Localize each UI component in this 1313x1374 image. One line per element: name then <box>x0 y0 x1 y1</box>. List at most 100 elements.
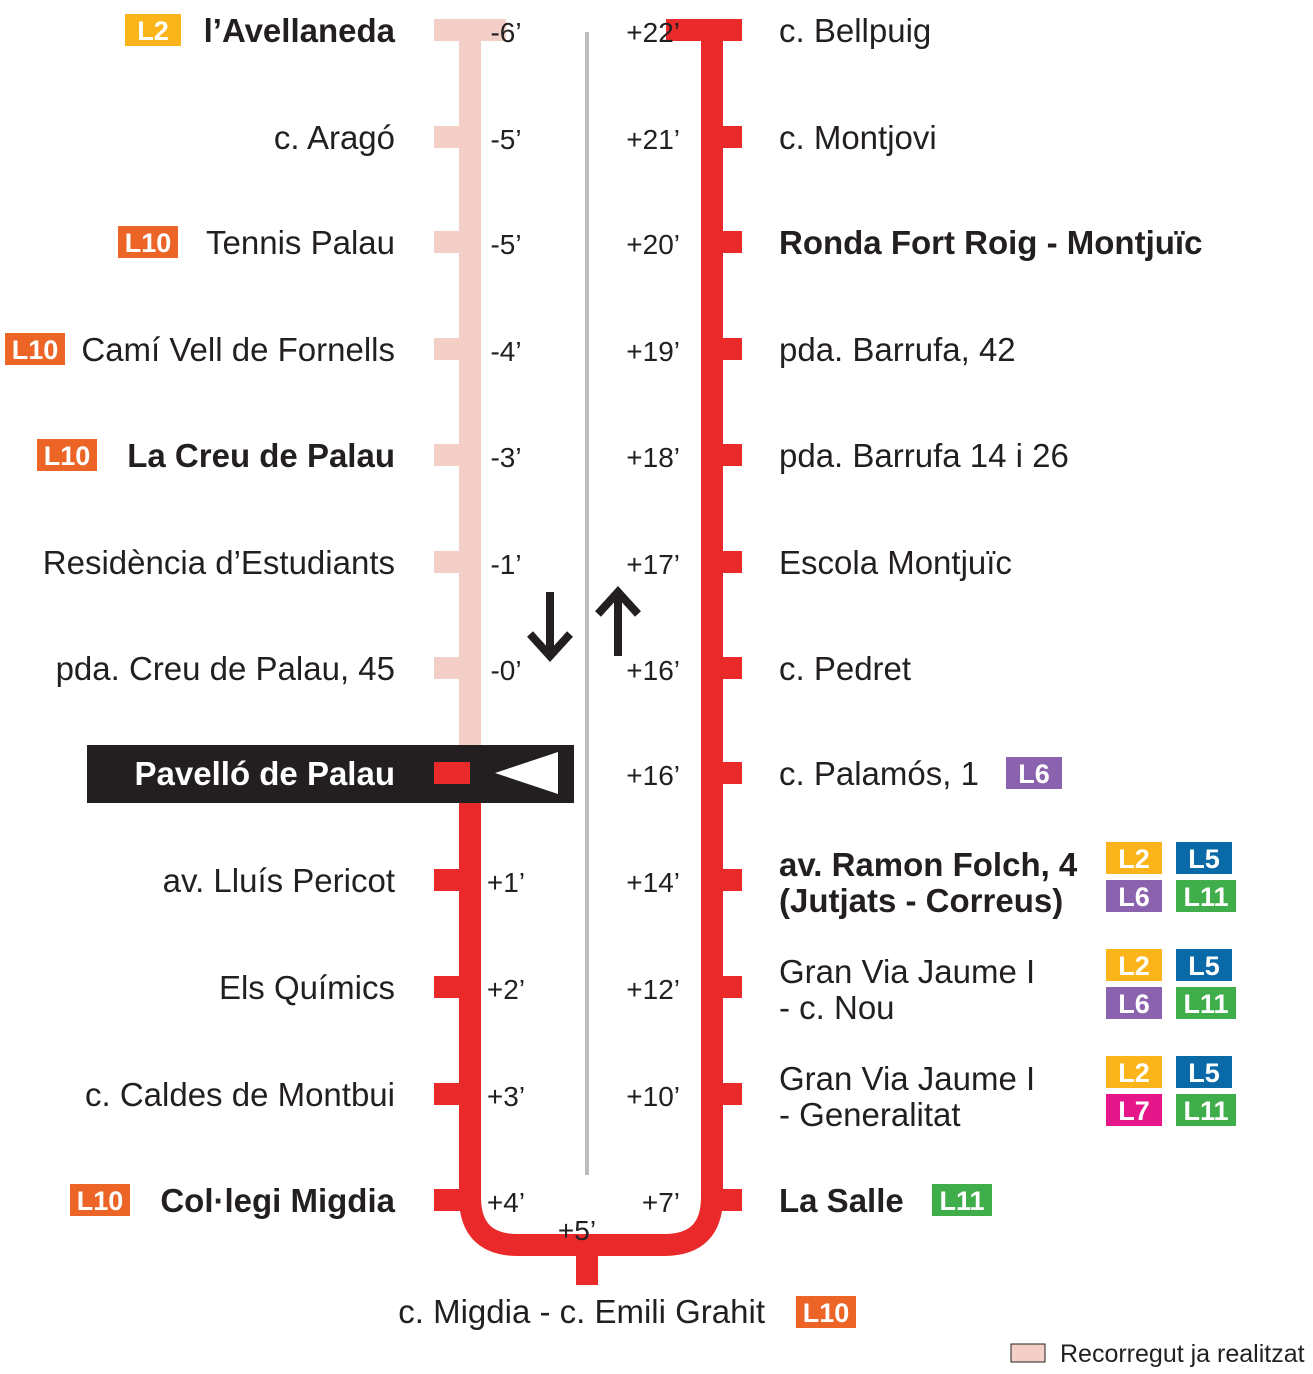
stop-tick <box>434 126 470 148</box>
line-badge-L6-bg <box>1006 757 1062 789</box>
stop-left-9: Els Químics +2’ <box>219 969 525 1006</box>
legend-swatch <box>1010 1343 1046 1363</box>
stop-tick <box>434 551 470 573</box>
line-badge-L2: L2 <box>137 16 169 46</box>
stop-time: +14’ <box>626 867 680 898</box>
stop-name: La Salle <box>779 1182 904 1219</box>
line-badge-L5: L5 <box>1188 951 1220 981</box>
line-badge-L11-bg <box>1176 880 1236 912</box>
stop-name: l’Avellaneda <box>204 12 396 49</box>
stop-tick <box>712 126 742 148</box>
stop-time: +17’ <box>626 549 680 580</box>
stop-name: c. Palamós, 1 <box>779 755 979 792</box>
stop-time: +12’ <box>626 974 680 1005</box>
route-lines <box>459 30 723 1285</box>
stop-tick <box>434 444 470 466</box>
stop-left-0: l’Avellaneda-6’L2 <box>125 12 522 49</box>
line-badge-L2: L2 <box>1118 1058 1150 1088</box>
line-badge-L2: L2 <box>1118 844 1150 874</box>
stop-name: Tennis Palau <box>206 224 395 261</box>
stop-right-8: +14’ av. Ramon Folch, 4(Jutjats - Correus… <box>626 842 1236 919</box>
line-badge-L10-bg <box>70 1184 130 1216</box>
line-badge-L5: L5 <box>1188 844 1220 874</box>
stop-tick <box>434 1083 470 1105</box>
stop-name: av. Ramon Folch, 4 <box>779 846 1078 883</box>
stop-tick <box>712 1189 742 1211</box>
stop-name: c. Migdia - c. Emili Grahit <box>398 1293 765 1330</box>
stop-name: Gran Via Jaume I <box>779 953 1035 990</box>
stop-time: -1’ <box>490 549 521 580</box>
line-badge-L2-bg <box>1106 842 1162 874</box>
line-badge-L10: L10 <box>803 1298 850 1328</box>
stop-left-5: Residència d’Estudiants -1’ <box>43 544 522 581</box>
line-badge-L10-bg <box>796 1296 856 1328</box>
line-badge-L6-bg <box>1106 987 1162 1019</box>
stop-time: +2’ <box>487 974 525 1005</box>
stop-time: +16’ <box>626 655 680 686</box>
stop-name: Residència d’Estudiants <box>43 544 395 581</box>
stop-left-2: Tennis Palau -5’ L10 <box>118 224 522 261</box>
line-badge-L11-bg <box>1176 1094 1236 1126</box>
stop-right-5: +17’Escola Montjuïc <box>626 544 1012 581</box>
stop-name: c. Montjovi <box>779 119 937 156</box>
stop-time: +22’ <box>626 17 680 48</box>
line-badge-L5-bg <box>1176 1056 1232 1088</box>
stop-name: (Jutjats - Correus) <box>779 882 1063 919</box>
stops: l’Avellaneda-6’L2 c. Aragó-5’ Tennis Palau… <box>5 12 1236 1330</box>
line-badge-L10: L10 <box>125 228 172 258</box>
stop-time: +7’ <box>642 1187 680 1218</box>
line-badge-L5-bg <box>1176 949 1232 981</box>
line-badge-L10-bg <box>5 333 65 365</box>
stop-time: +4’ <box>487 1187 525 1218</box>
stop-name: av. Lluís Pericot <box>163 862 395 899</box>
stop-right-7: +16’ c. Palamós, 1 L6 <box>626 755 1062 792</box>
stop-left-7: Pavelló de Palau <box>87 745 574 803</box>
arrow-up-icon <box>595 586 641 656</box>
stop-tick <box>712 657 742 679</box>
current-stop-highlight <box>87 745 574 803</box>
stop-left-6: pda. Creu de Palau, 45-0’ <box>56 650 522 687</box>
stop-time: -4’ <box>490 336 521 367</box>
stop-tick <box>712 976 742 998</box>
stop-tick <box>712 444 742 466</box>
line-badge-L6: L6 <box>1118 989 1150 1019</box>
stop-time: -5’ <box>490 124 521 155</box>
stop-right-2: +20’Ronda Fort Roig - Montjuïc <box>626 224 1202 261</box>
stop-time: +21’ <box>626 124 680 155</box>
stop-name: - c. Nou <box>779 989 895 1026</box>
line-badge-L6: L6 <box>1018 759 1050 789</box>
stop-left-1: c. Aragó-5’ <box>274 119 522 156</box>
stop-time: -3’ <box>490 442 521 473</box>
line-badge-L10: L10 <box>12 335 59 365</box>
stop-name: Els Químics <box>219 969 395 1006</box>
stop-time: +16’ <box>626 760 680 791</box>
line-badge-L7: L7 <box>1118 1096 1150 1126</box>
line-badge-L10-bg <box>37 439 97 471</box>
stop-right-0: +22’c. Bellpuig <box>626 12 931 49</box>
stop-time: -5’ <box>490 229 521 260</box>
stop-name: pda. Barrufa 14 i 26 <box>779 437 1069 474</box>
line-badge-L6: L6 <box>1118 882 1150 912</box>
you-are-here-icon <box>495 752 558 794</box>
line-badge-L11-bg <box>932 1184 992 1216</box>
legend: Recorregut ja realitzat <box>1010 1340 1305 1368</box>
stop-left-8: av. Lluís Pericot +1’ <box>163 862 525 899</box>
stop-time: +19’ <box>626 336 680 367</box>
stop-tick <box>712 869 742 891</box>
stop-tick <box>712 762 742 784</box>
stop-time: +18’ <box>626 442 680 473</box>
arrow-down-icon <box>527 592 573 662</box>
stop-time: +1’ <box>487 867 525 898</box>
stop-time: +3’ <box>487 1081 525 1112</box>
stop-tick <box>712 1083 742 1105</box>
stop-name: Gran Via Jaume I <box>779 1060 1035 1097</box>
stop-tick <box>434 976 470 998</box>
stop-name: Col·legi Migdia <box>160 1182 395 1219</box>
line-badge-L2-bg <box>1106 1056 1162 1088</box>
stop-tick <box>434 1189 470 1211</box>
stop-right-3: +19’pda. Barrufa, 42 <box>626 331 1015 368</box>
